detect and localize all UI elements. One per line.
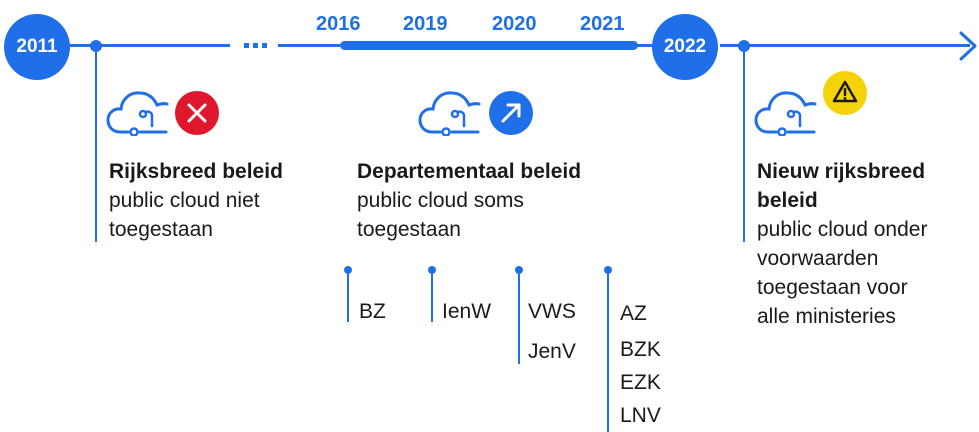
connector-2011 [95,50,97,242]
timeline-line-middle-thin [278,44,340,47]
dept-dot-2021 [604,266,612,274]
cloud-icon [754,91,817,136]
dept-item: LNV [620,404,661,427]
dept-item: BZK [620,338,661,361]
dept-item: BZ [359,300,386,323]
year-label-2016: 2016 [316,13,361,35]
phase-heading-line: Nieuw rijksbreed [757,160,926,183]
dept-list-2019: IenW [442,297,491,327]
dept-line-2016 [347,274,349,322]
phase-departementaal-text: Departementaal beleid public cloud soms … [357,157,657,244]
phase-heading-line: beleid [757,189,818,212]
warning-icon [823,71,867,115]
timeline-dot-2022 [738,40,750,52]
phase-rijksbreed-text: Rijksbreed beleid public cloud niet toeg… [109,157,339,244]
dept-item: AZ [620,302,647,325]
cloud-icon [106,91,169,136]
phase-body-line: toegestaan [357,218,461,241]
cloud-icon [418,91,481,136]
timeline-period-bar [340,41,638,50]
timeline-arrowhead-icon [959,31,977,61]
year-label-2021: 2021 [580,13,625,35]
phase-nieuw-rijksbreed-text: Nieuw rijksbreed beleid public cloud ond… [757,157,979,331]
phase-body-line: toegestaan [109,218,213,241]
year-label-2019: 2019 [403,13,448,35]
phase-heading: Rijksbreed beleid [109,160,283,183]
timeline-dot-2011 [90,40,102,52]
phase-body-line: public cloud onder [757,218,928,241]
dept-dot-2016 [344,266,352,274]
dept-dot-2019 [428,266,436,274]
year-circle-2022: 2022 [652,14,718,80]
dept-dot-2020 [515,266,523,274]
phase-body-line: voorwaarden [757,247,879,270]
dept-item: IenW [442,300,492,323]
dept-list-2021: AZ BZK EZK LNV [620,297,661,432]
year-circle-2011: 2011 [4,14,70,80]
phase-heading: Departementaal beleid [357,160,582,183]
phase-body-line: public cloud niet [109,189,260,212]
dept-line-2021 [607,274,609,432]
phase-body-line: public cloud soms [357,189,524,212]
timeline-gap-dots [244,43,274,48]
arrow-up-right-icon [489,91,533,135]
dept-item: VWS [528,300,576,323]
timeline-line-end [720,44,970,47]
dept-item: JenV [528,340,576,363]
dept-list-2016: BZ [359,297,386,327]
dept-line-2019 [431,274,433,322]
timeline-line-start [60,44,230,47]
year-label-2020: 2020 [492,13,537,35]
phase-body-line: alle ministeries [757,305,896,328]
phase-body-line: toegestaan voor [757,276,908,299]
dept-item: EZK [620,371,661,394]
dept-list-2020: VWS JenV [528,297,576,367]
connector-2022 [743,50,745,242]
x-icon [175,91,219,135]
dept-line-2020 [518,274,520,364]
timeline-line-pre-2022 [636,44,656,47]
